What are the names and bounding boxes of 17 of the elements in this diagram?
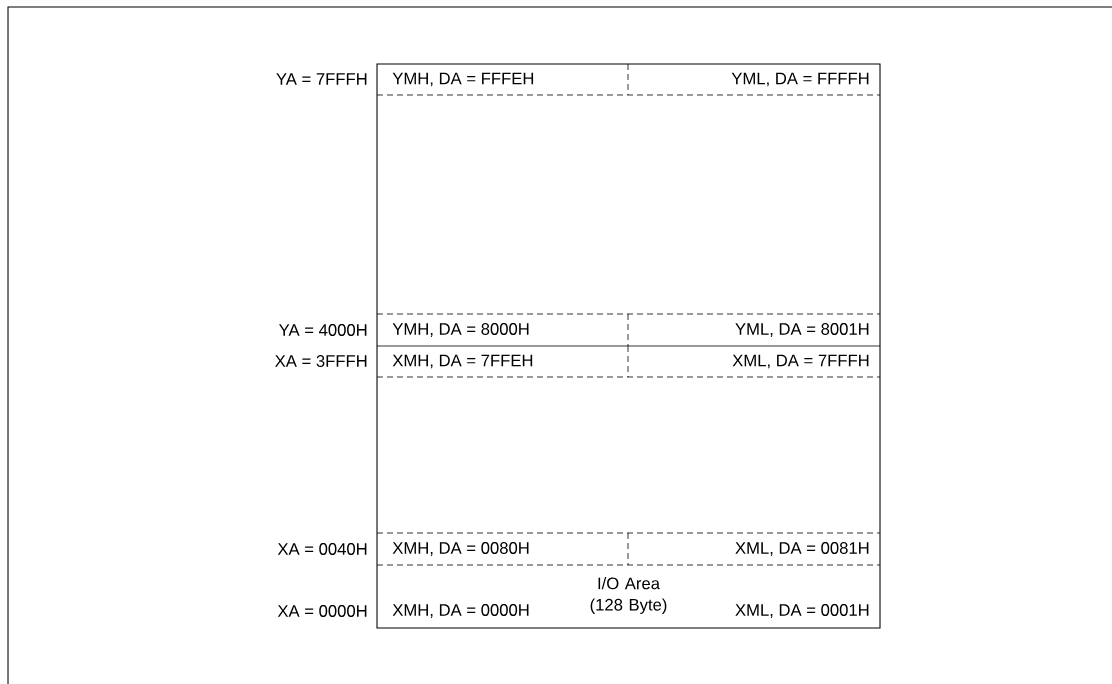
address-label: YA = 4000H xyxy=(279,324,367,336)
cell-text: YML, DA = FFFFH xyxy=(731,72,869,87)
cell-text: YML, DA = 8001H xyxy=(735,323,869,337)
address-label: XA = 0040H xyxy=(277,543,367,555)
cell-text: YMH, DA = FFFEH xyxy=(392,72,534,87)
cell-text: XML, DA = 7FFFH xyxy=(732,354,869,369)
cell-text: XML, DA = 0001H xyxy=(735,604,869,618)
memory-map-box xyxy=(376,63,881,629)
cell-text: XMH, DA = 0000H xyxy=(392,604,529,618)
cell-text: YMH, DA = 8000H xyxy=(392,323,529,337)
address-label: XA = 0000H xyxy=(277,605,367,617)
cell-text: XML, DA = 0081H xyxy=(735,542,869,556)
address-label: YA = 7FFFH xyxy=(276,73,367,85)
area-label: I/O Area (128 Byte) xyxy=(590,577,667,614)
cell-text: XMH, DA = 7FFEH xyxy=(392,354,533,369)
cell-text: XMH, DA = 0080H xyxy=(392,542,529,556)
address-label: XA = 3FFFH xyxy=(275,355,367,367)
